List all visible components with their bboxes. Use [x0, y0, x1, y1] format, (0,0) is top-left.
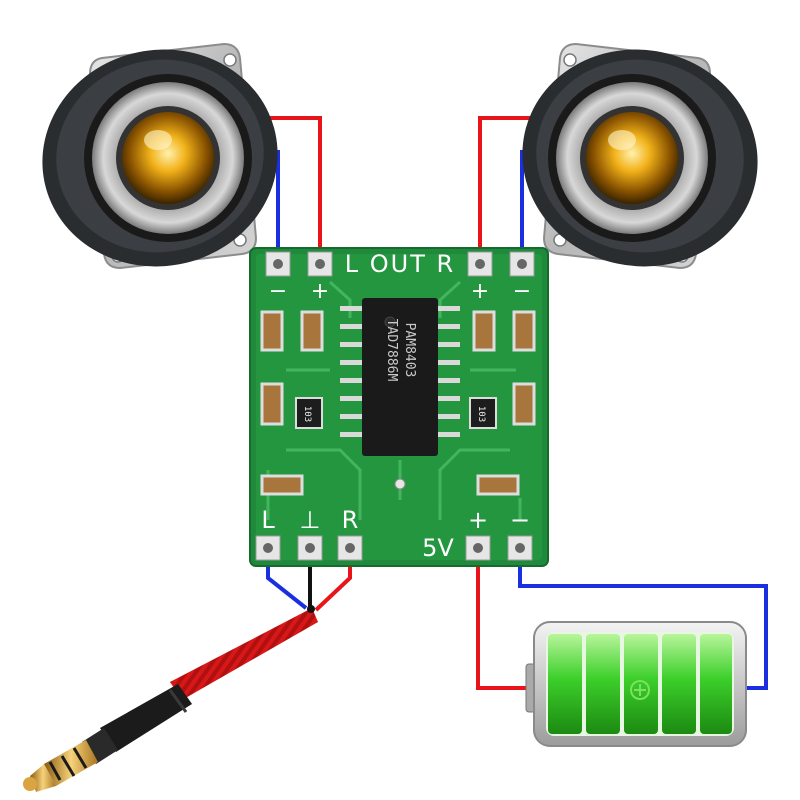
label-input-r: R — [342, 506, 359, 534]
via — [394, 478, 406, 490]
speaker-left-icon — [42, 42, 278, 270]
speaker-right-icon — [522, 42, 758, 270]
wire-left-speaker-positive — [248, 116, 322, 262]
label-right-minus: − — [513, 279, 531, 304]
label-left-minus: − — [269, 279, 287, 304]
audio-jack-icon — [23, 605, 318, 792]
chip-label-1: PAM8403 — [402, 323, 417, 378]
label-power-minus: − — [510, 506, 530, 534]
label-right-plus: + — [471, 279, 489, 304]
smd-components-left: 103 — [260, 310, 324, 496]
resistor-code-left: 103 — [302, 406, 312, 422]
battery-icon — [525, 621, 747, 747]
label-power-plus: + — [468, 506, 488, 534]
wire-power-negative — [518, 548, 768, 690]
smd-components-right: 103 — [469, 310, 536, 496]
amplifier-chip-icon: PAM8403 TAD7886M — [340, 298, 460, 456]
amplifier-board: L OUT R − + + − 103 103 — [249, 247, 549, 567]
chip-label-2: TAD7886M — [384, 319, 399, 382]
wire-right-speaker-positive — [478, 116, 552, 262]
label-input-l: L — [261, 506, 275, 534]
label-l-out-r: L OUT R — [345, 250, 455, 278]
power-pads — [465, 535, 533, 561]
output-pads — [265, 251, 535, 277]
input-pads — [255, 535, 363, 561]
battery-plus-symbol — [630, 680, 650, 700]
label-left-plus: + — [311, 279, 329, 304]
label-input-gnd: ⊥ — [300, 506, 321, 534]
resistor-code-right: 103 — [476, 406, 486, 422]
pad-input-left[interactable] — [255, 535, 281, 561]
wire-power-positive — [476, 548, 534, 690]
pad-input-ground[interactable] — [297, 535, 323, 561]
pcb-traces — [266, 280, 522, 520]
label-5v: 5V — [422, 534, 454, 562]
